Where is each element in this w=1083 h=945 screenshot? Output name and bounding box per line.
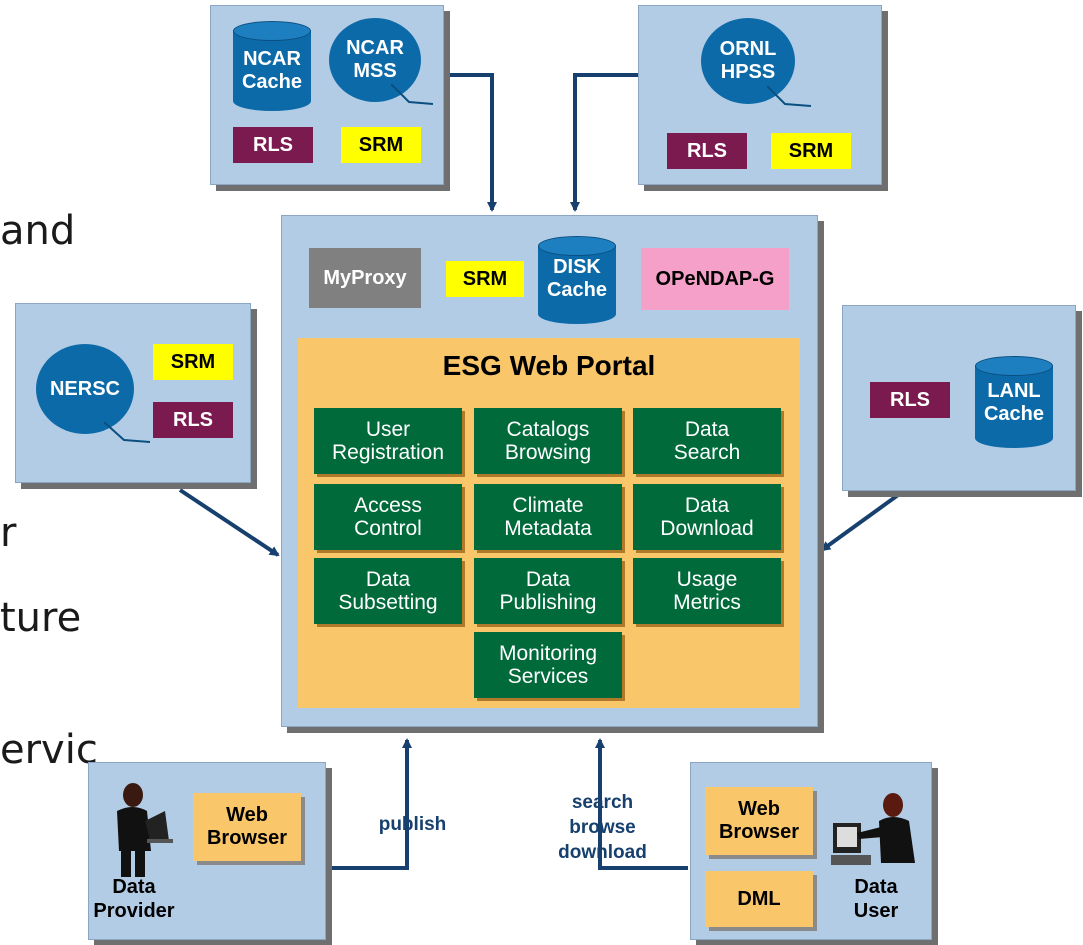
ornl-srm-tag: SRM: [771, 133, 851, 169]
data-provider-label: Data Provider: [93, 876, 175, 922]
ncar-srm-tag: SRM: [341, 127, 421, 163]
flow-label-publish: publish: [378, 814, 447, 835]
data-user-label: Data User: [853, 876, 899, 922]
ncar-cache-cylinder: NCAR Cache: [233, 21, 311, 111]
arrow-ncar-to-center: [430, 73, 497, 212]
esg-web-portal: ESG Web Portal User Registration Catalog…: [298, 338, 800, 708]
provider-person-icon: [117, 783, 173, 877]
arrow-ornl-to-center: [570, 73, 640, 212]
arrow-user-search: [595, 738, 688, 870]
lanl-panel: RLS LANL Cache: [842, 305, 1076, 491]
disk-cache-cylinder: DISK Cache: [538, 236, 616, 324]
service-user-registration: User Registration: [314, 408, 462, 474]
ncar-mss-bubble-tail: [391, 84, 434, 105]
ncar-mss-bubble: NCAR MSS: [329, 18, 421, 102]
arrow-lanl-to-center: [820, 488, 907, 552]
nersc-bubble: NERSC: [36, 344, 134, 434]
provider-web-browser: Web Browser: [193, 793, 301, 861]
background-text-ervic: ervic: [0, 727, 98, 773]
arrow-provider-publish: [330, 738, 412, 870]
nersc-rls-tag: RLS: [153, 402, 233, 438]
ncar-rls-tag: RLS: [233, 127, 313, 163]
service-access-control: Access Control: [314, 484, 462, 550]
data-provider-panel: Web Browser Data Provider: [88, 762, 326, 940]
portal-title: ESG Web Portal: [442, 350, 656, 381]
user-dml-box: DML: [705, 871, 813, 927]
flow-label-search-browse-download: search browse download: [558, 792, 647, 863]
central-srm-tag: SRM: [446, 261, 524, 297]
opendap-box: OPeNDAP-G: [641, 248, 789, 310]
ncar-panel: NCAR Cache NCAR MSS RLS SRM: [210, 5, 444, 185]
ornl-panel: ORNL HPSS RLS SRM: [638, 5, 882, 185]
service-monitoring-services: Monitoring Services: [474, 632, 622, 698]
service-usage-metrics: Usage Metrics: [633, 558, 781, 624]
nersc-label: NERSC: [49, 377, 120, 400]
ornl-hpss-bubble-tail: [767, 86, 812, 107]
myproxy-box: MyProxy: [309, 248, 421, 308]
lanl-cache-label: LANL Cache: [983, 380, 1045, 425]
esg-central-panel: MyProxy SRM DISK Cache OPeNDAP-G ESG Web…: [281, 215, 818, 727]
user-person-icon: [831, 793, 915, 865]
lanl-cache-cylinder: LANL Cache: [975, 356, 1053, 448]
nersc-panel: NERSC SRM RLS: [15, 303, 251, 483]
service-data-search: Data Search: [633, 408, 781, 474]
service-data-download: Data Download: [633, 484, 781, 550]
background-text-ture: ture: [0, 595, 82, 641]
nersc-bubble-tail: [104, 422, 151, 443]
background-text-and: and: [0, 208, 76, 254]
ncar-cache-label: NCAR Cache: [241, 48, 303, 93]
user-web-browser: Web Browser: [705, 787, 813, 855]
ornl-hpss-label: ORNL HPSS: [719, 38, 777, 83]
disk-cache-label: DISK Cache: [546, 256, 608, 301]
arrow-nersc-to-center: [178, 488, 280, 557]
lanl-rls-tag: RLS: [870, 382, 950, 418]
service-data-publishing: Data Publishing: [474, 558, 622, 624]
ornl-hpss-bubble: ORNL HPSS: [701, 18, 795, 104]
nersc-srm-tag: SRM: [153, 344, 233, 380]
service-data-subsetting: Data Subsetting: [314, 558, 462, 624]
ornl-rls-tag: RLS: [667, 133, 747, 169]
service-catalogs-browsing: Catalogs Browsing: [474, 408, 622, 474]
ncar-mss-label: NCAR MSS: [346, 37, 404, 82]
service-climate-metadata: Climate Metadata: [474, 484, 622, 550]
data-user-panel: Web Browser DML Data User: [690, 762, 932, 940]
background-text-r: r: [0, 510, 17, 556]
